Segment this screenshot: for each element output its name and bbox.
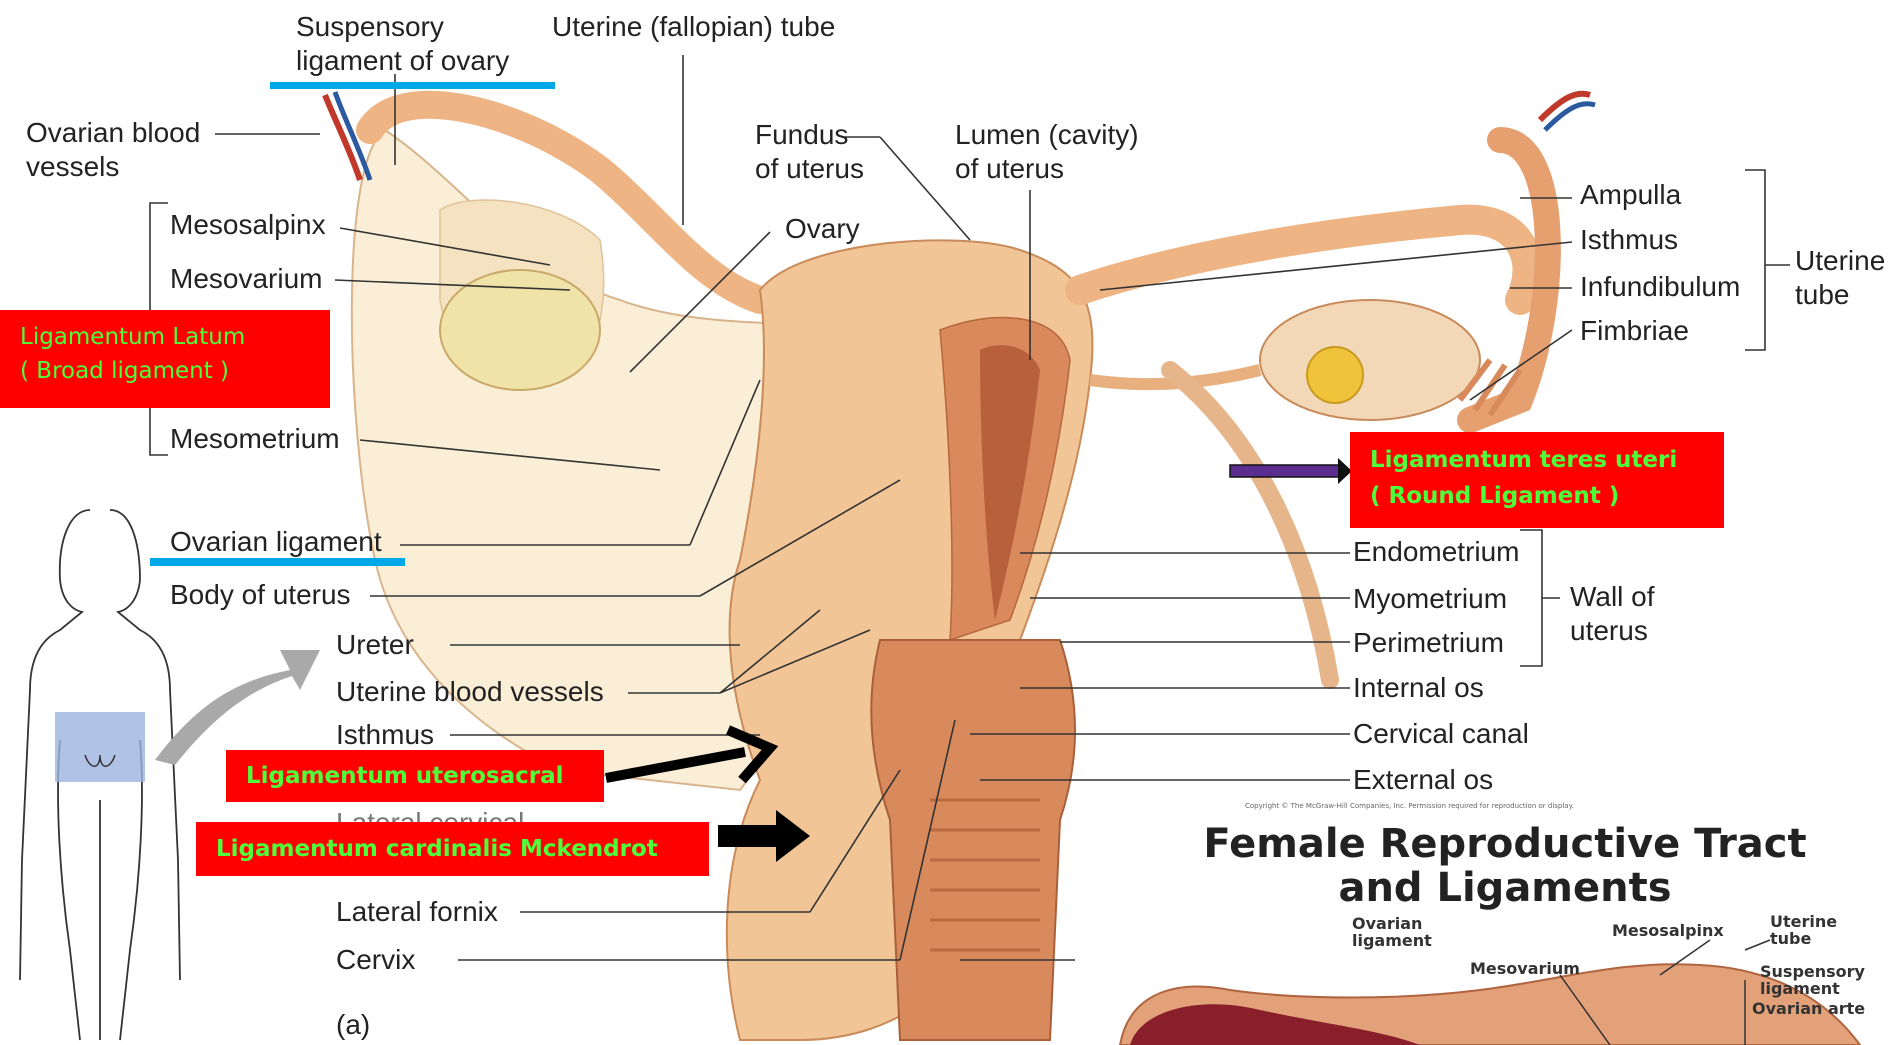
inset-label-mesosalpinx: Mesosalpinx [1612,922,1724,939]
label-panel-a: (a) [336,1008,370,1042]
label-uterine-blood-vessels: Uterine blood vessels [336,675,604,709]
inset-label-ovarian-artery: Ovarian arte [1752,1000,1865,1017]
inset-leader-1 [1745,940,1770,950]
label-cervix: Cervix [336,943,415,977]
inset-label-uterine-tube: Uterine tube [1770,913,1837,947]
label-body-of-uterus: Body of uterus [170,578,351,612]
right-ovary-follicle [1307,347,1363,403]
label-isthmus-right: Isthmus [1580,223,1678,257]
label-ureter: Ureter [336,628,414,662]
inset-label-ovarian-ligament: Ovarian ligament [1352,915,1432,949]
label-uterine-tube-bracket: Uterine tube [1795,244,1885,312]
annotation-uterosacral: Ligamentum uterosacral [226,750,604,802]
label-lumen: Lumen (cavity) of uterus [955,118,1139,186]
label-perimetrium: Perimetrium [1353,626,1504,660]
label-mesometrium: Mesometrium [170,422,340,456]
annotation-cardinal: Ligamentum cardinalis Mckendrot [196,822,709,876]
annotation-broad-ligament: Ligamentum Latum ( Broad ligament ) [0,310,330,408]
underline-ovarian-ligament [150,558,405,566]
label-infundibulum: Infundibulum [1580,270,1740,304]
inset-label-suspensory-ligament: Suspensory ligament [1760,963,1865,997]
label-ovarian-ligament: Ovarian ligament [170,525,382,559]
right-infundibulum [1470,140,1548,420]
annotation-round-ligament: Ligamentum teres uteri ( Round Ligament … [1350,432,1724,528]
right-ovarian-vessels-red [1540,94,1590,120]
right-ovary [1260,300,1480,420]
label-wall-of-uterus: Wall of uterus [1570,580,1655,648]
inset-copyright: Copyright © The McGraw-Hill Companies, I… [1245,802,1574,810]
label-myometrium: Myometrium [1353,582,1507,616]
right-round-ligament [1170,370,1330,680]
label-uterine-tube-top: Uterine (fallopian) tube [552,10,835,44]
inset-title: Female Reproductive Tract and Ligaments [1195,822,1815,910]
label-ovarian-blood-vessels: Ovarian blood vessels [26,116,200,184]
grey-pointer-arrow [155,650,320,765]
label-mesosalpinx: Mesosalpinx [170,208,326,242]
cardinal-arrow-shaft [718,825,778,847]
label-internal-os: Internal os [1353,671,1484,705]
label-lateral-fornix: Lateral fornix [336,895,498,929]
cervix-vagina [871,640,1075,1040]
label-suspensory-ligament: Suspensory ligament of ovary [296,10,509,78]
label-fimbriae: Fimbriae [1580,314,1689,348]
label-ampulla: Ampulla [1580,178,1681,212]
right-uterine-tube [1080,220,1528,300]
label-mesovarium: Mesovarium [170,262,322,296]
label-isthmus-left: Isthmus [336,718,434,752]
underline-suspensory [270,82,555,89]
label-endometrium: Endometrium [1353,535,1520,569]
pelvis-highlight [55,712,145,782]
inset-label-mesovarium: Mesovarium [1470,960,1580,977]
label-ovary: Ovary [785,212,860,246]
label-fundus: Fundus of uterus [755,118,864,186]
label-cervical-canal: Cervical canal [1353,717,1529,751]
label-external-os: External os [1353,763,1493,797]
round-ligament-arrow-shaft [1230,465,1340,477]
